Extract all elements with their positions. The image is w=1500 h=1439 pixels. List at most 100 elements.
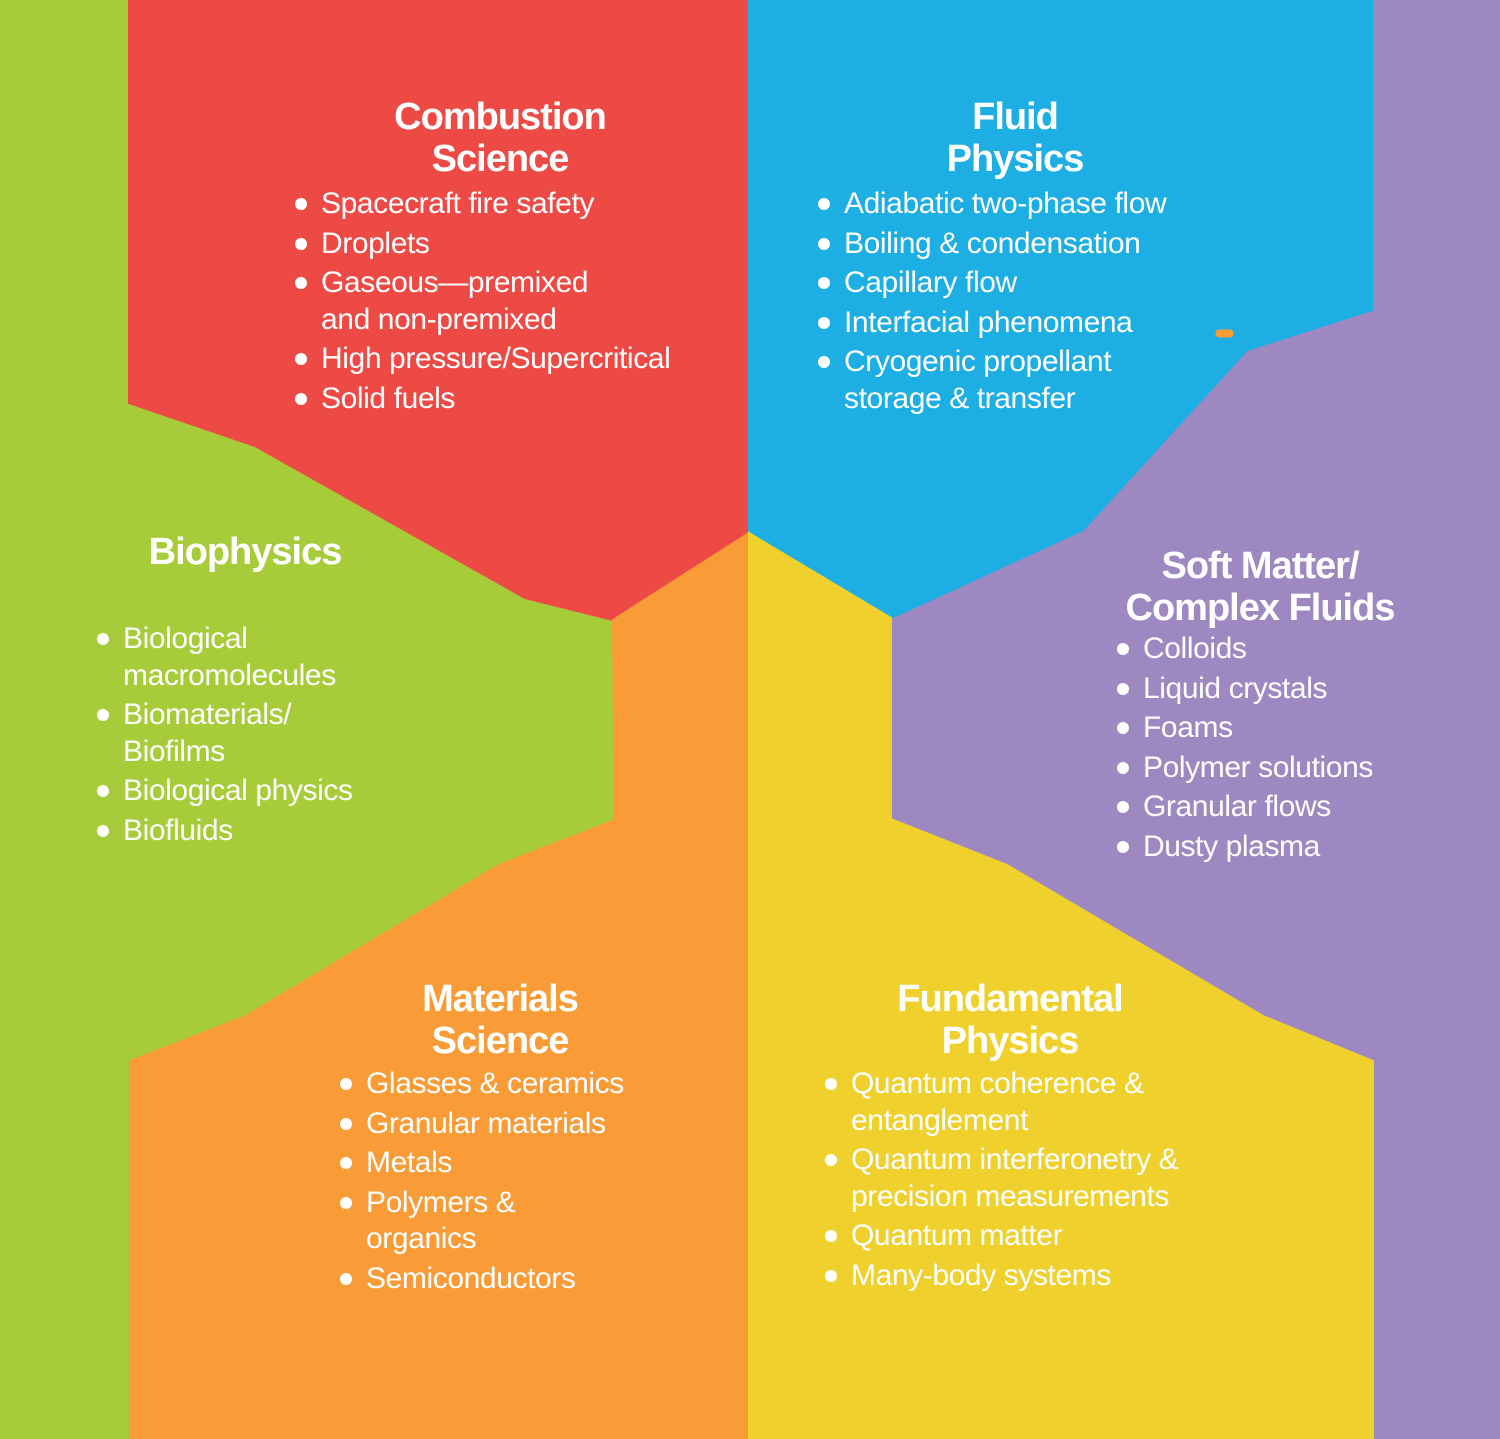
- bullet-item: Quantum coherence &entanglement: [825, 1066, 1230, 1139]
- title-line: Materials: [422, 978, 579, 1020]
- bullet-text: Semiconductors: [366, 1261, 576, 1295]
- bullet-dot-icon: [97, 824, 109, 837]
- bullet-text: Foams: [1143, 711, 1233, 745]
- bullet-dot-icon: [295, 277, 307, 290]
- bullet-item: Biofluids: [97, 813, 430, 850]
- bullet-item: Liquid crystals: [1117, 671, 1455, 708]
- bullet-item: Polymer solutions: [1117, 750, 1455, 787]
- bullet-dot-icon: [295, 198, 307, 210]
- bullet-dot-icon: [295, 353, 307, 366]
- bullet-dot-icon: [340, 1078, 352, 1090]
- bullet-item: Quantum interferonetry &precision measur…: [825, 1142, 1230, 1215]
- bullet-item: Interfacial phenomena: [818, 305, 1240, 342]
- bullet-dot-icon: [295, 392, 307, 405]
- bullet-dot-icon: [818, 277, 830, 290]
- bullet-item: Semiconductors: [340, 1261, 715, 1298]
- bullet-dot-icon: [1117, 643, 1129, 655]
- section-fundamental-physics: Fundamental Physics Quantum coherence &e…: [790, 978, 1230, 1298]
- title-line: Physics: [941, 1020, 1080, 1062]
- bullet-text: Quantum interferonetry &precision measur…: [851, 1143, 1179, 1213]
- bullet-item: Granular flows: [1117, 789, 1455, 826]
- bullet-text: Many-body systems: [851, 1258, 1111, 1292]
- bullet-text: Biomaterials/Biofilms: [123, 698, 292, 768]
- region-fundamental-shape: [748, 531, 1374, 1439]
- bullet-dot-icon: [340, 1117, 352, 1130]
- bullet-text: Droplets: [321, 226, 430, 260]
- bullet-item: Biomaterials/Biofilms: [97, 697, 430, 770]
- bullet-text: Quantum matter: [851, 1219, 1063, 1253]
- region-materials-shape: [129, 531, 750, 1439]
- bullet-item: Biological physics: [97, 773, 430, 810]
- bullet-text: Biological physics: [123, 774, 353, 808]
- bullet-dot-icon: [1117, 801, 1129, 814]
- bullet-item: Many-body systems: [825, 1258, 1230, 1295]
- combustion-science-title: Combustion Science: [270, 96, 730, 180]
- bullet-text: Adiabatic two-phase flow: [844, 187, 1167, 220]
- bullet-item: Boiling & condensation: [818, 226, 1240, 263]
- bullet-item: Polymers &organics: [340, 1185, 715, 1258]
- bullet-text: Liquid crystals: [1143, 671, 1328, 705]
- bullet-text: Capillary flow: [844, 266, 1017, 300]
- bullet-text: Metals: [366, 1146, 452, 1180]
- bullet-text: Dusty plasma: [1143, 829, 1320, 863]
- title-line: Biophysics: [148, 531, 343, 573]
- bullet-item: Foams: [1117, 710, 1455, 747]
- stray-dash-mark: [1215, 329, 1234, 338]
- soft-matter-title: Soft Matter/ Complex Fluids: [1065, 545, 1455, 629]
- bullet-text: Biofluids: [123, 813, 233, 847]
- section-combustion-science: Combustion Science Spacecraft fire safet…: [270, 96, 730, 421]
- fluid-physics-title: Fluid Physics: [790, 96, 1240, 180]
- bullet-item: Dusty plasma: [1117, 829, 1455, 866]
- bullet-item: High pressure/Supercritical: [295, 341, 730, 378]
- bullet-text: Interfacial phenomena: [844, 305, 1133, 339]
- bullet-item: Metals: [340, 1145, 715, 1182]
- materials-science-title: Materials Science: [285, 978, 715, 1062]
- bullet-dot-icon: [818, 356, 830, 369]
- title-line: Science: [431, 138, 570, 180]
- bullet-text: Granular flows: [1143, 790, 1331, 824]
- title-line: Fundamental: [897, 978, 1123, 1020]
- bullet-dot-icon: [295, 237, 307, 250]
- title-line: Fluid: [972, 96, 1059, 138]
- biophysics-title: Biophysics: [60, 531, 430, 573]
- bullet-item: Glasses & ceramics: [340, 1066, 715, 1103]
- bullet-text: High pressure/Supercritical: [321, 342, 671, 376]
- bullet-text: Quantum coherence &entanglement: [851, 1067, 1144, 1137]
- bullet-dot-icon: [818, 198, 830, 210]
- title-line: Physics: [946, 138, 1085, 180]
- bullet-dot-icon: [825, 1154, 837, 1167]
- bullet-item: Quantum matter: [825, 1218, 1230, 1255]
- bullet-dot-icon: [340, 1157, 352, 1170]
- bullet-dot-icon: [340, 1196, 352, 1209]
- bullet-dot-icon: [825, 1078, 837, 1090]
- bullet-dot-icon: [1117, 682, 1129, 695]
- bullet-dot-icon: [825, 1230, 837, 1243]
- bullet-text: Polymer solutions: [1143, 750, 1373, 784]
- bullet-dot-icon: [1117, 761, 1129, 774]
- bullet-item: Granular materials: [340, 1106, 715, 1143]
- bullet-text: Granular materials: [366, 1106, 606, 1140]
- bullet-dot-icon: [1117, 840, 1129, 853]
- bullet-dot-icon: [818, 316, 830, 329]
- bullet-item: Droplets: [295, 226, 730, 263]
- bullet-item: Capillary flow: [818, 265, 1240, 302]
- fundamental-physics-title: Fundamental Physics: [790, 978, 1230, 1062]
- bullet-item: Colloids: [1117, 631, 1455, 668]
- bullet-text: Colloids: [1143, 632, 1247, 665]
- bullet-dot-icon: [97, 709, 109, 722]
- bullet-dot-icon: [340, 1272, 352, 1285]
- bullet-text: Glasses & ceramics: [366, 1067, 624, 1100]
